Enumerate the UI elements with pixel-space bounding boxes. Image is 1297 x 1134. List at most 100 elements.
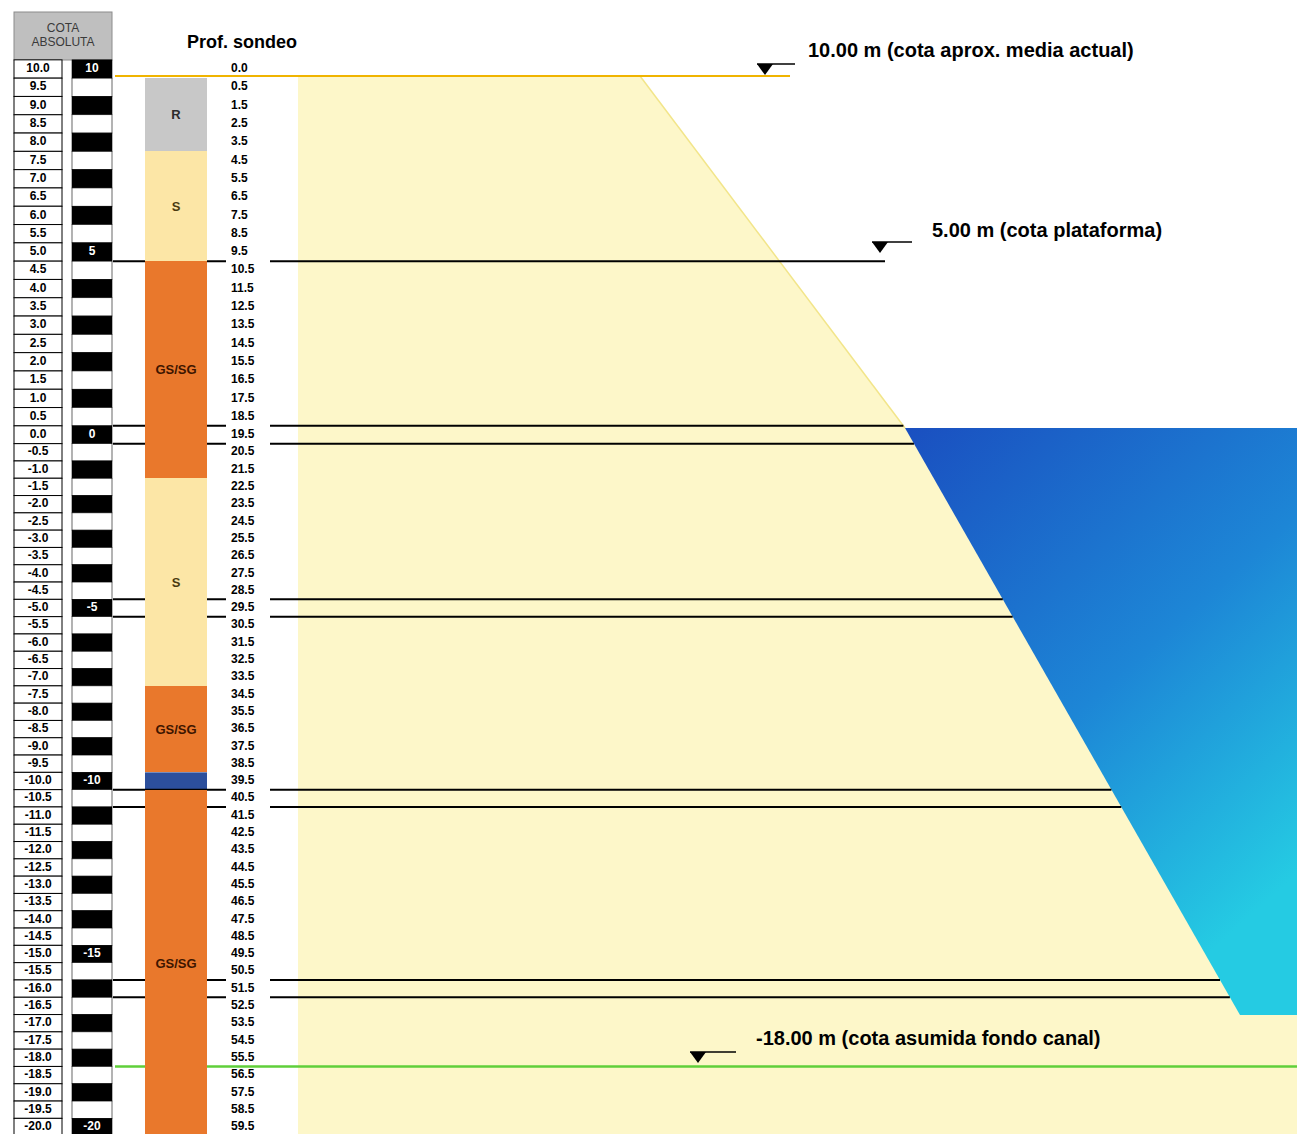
elevation-value: 3.0: [14, 318, 62, 332]
elevation-cell: [14, 1032, 62, 1049]
depth-value: 22.5: [231, 480, 271, 494]
elevation-cell: [14, 444, 62, 461]
scale-cell: [72, 133, 112, 151]
elevation-value: -6.0: [14, 636, 62, 650]
depth-value: 13.5: [231, 318, 271, 332]
soil-layer: GS/SG: [145, 686, 207, 773]
scale-number: -5: [72, 601, 112, 615]
elevation-value: -16.5: [14, 999, 62, 1013]
soil-layer: R: [145, 78, 207, 151]
scale-cell: [72, 478, 112, 495]
scale-cell: [72, 738, 112, 755]
elevation-value: 6.5: [14, 190, 62, 204]
depth-value: 24.5: [231, 515, 271, 529]
depth-value: 37.5: [231, 740, 271, 754]
slope-edge: [640, 76, 905, 428]
depth-value: 27.5: [231, 567, 271, 581]
elevation-cell: [14, 188, 62, 206]
scale-cell: [72, 617, 112, 634]
elevation-value: 7.5: [14, 154, 62, 168]
elevation-value: -3.0: [14, 532, 62, 546]
scale-cell: [72, 859, 112, 876]
elevation-value: 9.5: [14, 80, 62, 94]
scale-cell: [72, 582, 112, 599]
depth-value: 45.5: [231, 878, 271, 892]
elevation-value: -8.0: [14, 705, 62, 719]
scale-cell: [72, 261, 112, 279]
elevation-value: 1.0: [14, 392, 62, 406]
elevation-cell: [14, 980, 62, 997]
scale-cell: [72, 279, 112, 297]
depth-value: 58.5: [231, 1103, 271, 1117]
level-line: [270, 616, 1013, 618]
scale-cell: [72, 115, 112, 133]
depth-value: 16.5: [231, 373, 271, 387]
elevation-value: 4.5: [14, 263, 62, 277]
depth-value: 34.5: [231, 688, 271, 702]
elevation-cell: [14, 565, 62, 582]
scale-cell: [72, 599, 112, 616]
elevation-value: 1.5: [14, 373, 62, 387]
scale-cell: [72, 980, 112, 997]
elevation-cell: [14, 911, 62, 928]
level-annotation: -18.00 m (cota asumida fondo canal): [756, 1027, 1101, 1050]
elevation-value: -5.5: [14, 618, 62, 632]
depth-value: 32.5: [231, 653, 271, 667]
column-header: COTA ABSOLUTA: [14, 12, 112, 60]
depth-value: 43.5: [231, 843, 271, 857]
depth-value: 8.5: [231, 227, 271, 241]
scale-cell: [72, 298, 112, 316]
elevation-cell: [14, 513, 62, 530]
elevation-value: -10.0: [14, 774, 62, 788]
scale-cell: [72, 755, 112, 772]
elevation-cell: [14, 790, 62, 807]
elevation-cell: [14, 876, 62, 893]
scale-cell: [72, 928, 112, 945]
elevation-cell: [14, 371, 62, 389]
level-marker-line: [872, 241, 912, 243]
depth-value: 38.5: [231, 757, 271, 771]
elevation-cell: [14, 279, 62, 297]
scale-cell: [72, 426, 112, 444]
elevation-cell: [14, 859, 62, 876]
depth-value: 10.5: [231, 263, 271, 277]
elevation-value: 2.0: [14, 355, 62, 369]
elevation-cell: [14, 669, 62, 686]
depth-value: 1.5: [231, 99, 271, 113]
scale-cell: [72, 1015, 112, 1032]
soil-ground: [298, 76, 1297, 1134]
scale-cell: [72, 530, 112, 547]
scale-cell: [72, 1066, 112, 1083]
elevation-cell: [14, 530, 62, 547]
depth-value: 54.5: [231, 1034, 271, 1048]
elevation-cell: [14, 720, 62, 737]
elevation-value: -11.0: [14, 809, 62, 823]
depth-value: 40.5: [231, 791, 271, 805]
elevation-value: -11.5: [14, 826, 62, 840]
elevation-value: -2.5: [14, 515, 62, 529]
scale-cell: [72, 703, 112, 720]
scale-cell: [72, 945, 112, 962]
elevation-value: 5.5: [14, 227, 62, 241]
scale-cell: [72, 997, 112, 1014]
depth-value: 49.5: [231, 947, 271, 961]
elevation-cell: [14, 582, 62, 599]
scale-cell: [72, 461, 112, 478]
level-marker-line: [757, 63, 795, 65]
elevation-value: 8.0: [14, 135, 62, 149]
scale-cell: [72, 389, 112, 407]
scale-cell: [72, 243, 112, 261]
elevation-value: -18.5: [14, 1068, 62, 1082]
elevation-value: -20.0: [14, 1120, 62, 1134]
elevation-cell: [14, 1066, 62, 1083]
depth-value: 36.5: [231, 722, 271, 736]
layer-label: S: [172, 199, 181, 214]
depth-value: 21.5: [231, 463, 271, 477]
elevation-value: -0.5: [14, 445, 62, 459]
depth-value: 17.5: [231, 392, 271, 406]
elevation-cell: [14, 225, 62, 243]
elevation-cell: [14, 651, 62, 668]
depth-value: 5.5: [231, 172, 271, 186]
elevation-value: -5.0: [14, 601, 62, 615]
